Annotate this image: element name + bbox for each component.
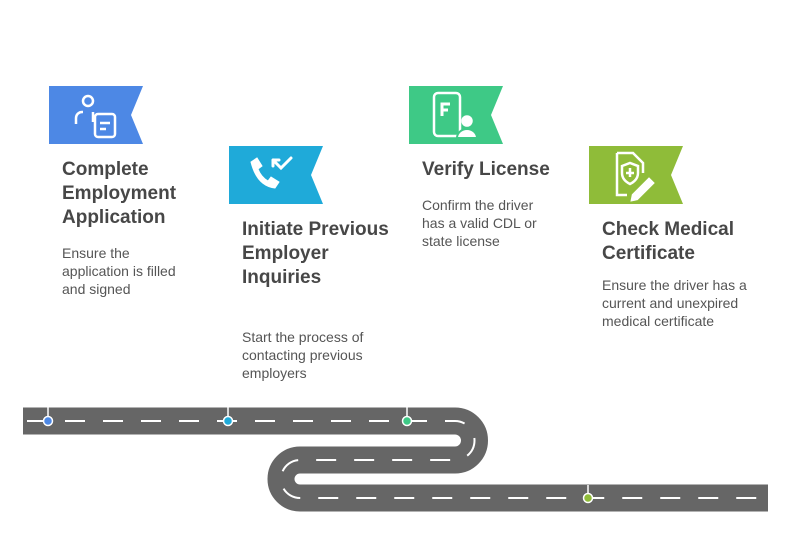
milestone-marker-1 <box>42 407 54 427</box>
step-3-description: Confirm the driver has a valid CDL or st… <box>422 197 537 249</box>
step-1-banner <box>49 86 143 144</box>
milestone-marker-3 <box>401 407 413 427</box>
step-4-title: Check Medical Certificate <box>602 219 734 264</box>
step-2-title: Initiate Previous Employer Inquiries <box>242 219 389 288</box>
medical-certificate-icon <box>615 151 655 202</box>
milestone-marker-4 <box>582 485 594 504</box>
step-2-banner <box>229 146 323 204</box>
step-3-banner <box>409 86 503 144</box>
applicant-form-icon <box>74 94 117 139</box>
step-4-banner <box>589 146 683 204</box>
phone-call-icon <box>250 156 293 189</box>
step-2-description: Start the process of contacting previous… <box>242 329 364 381</box>
milestone-marker-2 <box>222 407 234 427</box>
license-id-icon <box>432 91 479 139</box>
step-1-title: Complete Employment Application <box>62 159 177 228</box>
step-3-title: Verify License <box>422 159 550 180</box>
step-4-description: Ensure the driver has a current and unex… <box>602 277 747 329</box>
step-1-description: Ensure the application is filled and sig… <box>62 245 176 297</box>
